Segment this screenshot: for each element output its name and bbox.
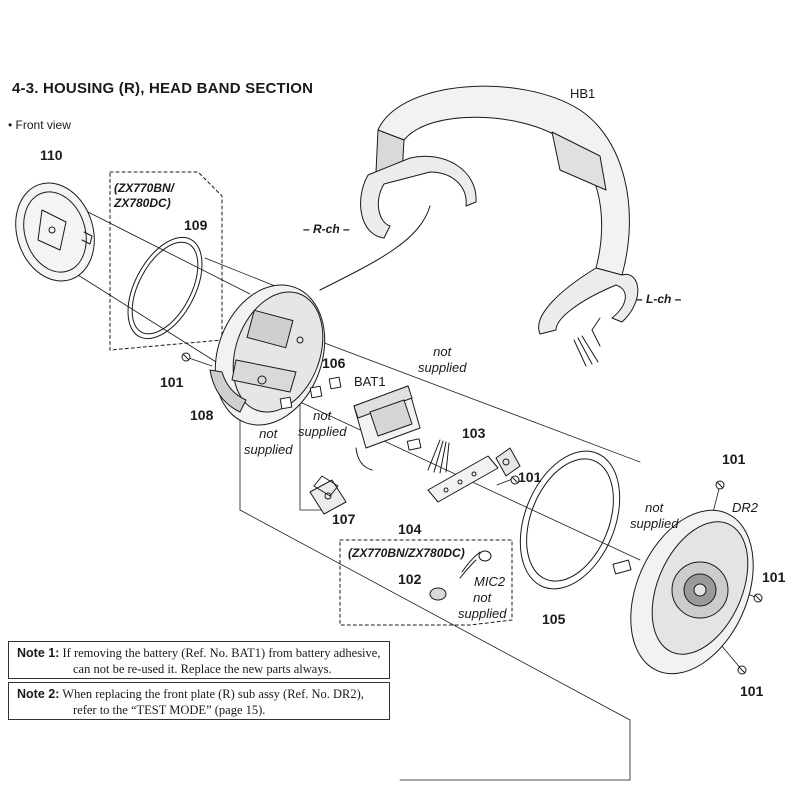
section-title: 4-3. HOUSING (R), HEAD BAND SECTION bbox=[12, 80, 314, 97]
model-group-outline-b bbox=[339, 539, 513, 626]
note-1: Note 1: If removing the battery (Ref. No… bbox=[8, 641, 390, 679]
board-104 bbox=[427, 455, 499, 503]
part-106-label: 106 bbox=[322, 355, 346, 371]
mic2-label: MIC2 bbox=[474, 574, 506, 589]
bracket-107 bbox=[309, 475, 347, 515]
part-102-label: 102 bbox=[398, 571, 422, 587]
part-104-label: 104 bbox=[398, 521, 422, 537]
screw-101-d bbox=[753, 593, 763, 603]
housing-108 bbox=[209, 284, 326, 426]
part-101-label-b: 101 bbox=[518, 469, 542, 485]
ring-109 bbox=[127, 236, 203, 340]
switch-103 bbox=[495, 447, 521, 477]
model-callout-b: (ZX770BN/ZX780DC) bbox=[348, 546, 465, 560]
part-101-label-c: 101 bbox=[722, 451, 746, 467]
part-107-label: 107 bbox=[332, 511, 356, 527]
headband-hb1 bbox=[319, 85, 639, 367]
model-group-outline-a bbox=[109, 171, 223, 351]
view-subtitle: • Front view bbox=[8, 118, 71, 132]
part-109-label: 109 bbox=[184, 217, 208, 233]
mic-parts bbox=[429, 550, 492, 601]
hb1-label: HB1 bbox=[570, 86, 596, 101]
dr2-label: DR2 bbox=[732, 500, 759, 515]
model-callout-a-line1: (ZX770BN/ bbox=[114, 181, 175, 195]
pad-106-a bbox=[309, 385, 323, 399]
l-ch-callout: – L-ch – bbox=[636, 292, 682, 306]
pad-not-supplied-a bbox=[279, 396, 293, 410]
note-2: Note 2: When replacing the front plate (… bbox=[8, 682, 390, 720]
part-110-label: 110 bbox=[40, 147, 63, 163]
ring-105 bbox=[519, 450, 621, 590]
part-101-label-d: 101 bbox=[762, 569, 786, 585]
part-105-label: 105 bbox=[542, 611, 566, 627]
battery-bat1 bbox=[353, 385, 421, 471]
part-101-label-a: 101 bbox=[160, 374, 184, 390]
screw-101-c bbox=[715, 480, 725, 490]
cover-plate-110 bbox=[15, 182, 95, 282]
driver-dr2 bbox=[612, 509, 754, 675]
r-ch-callout: – R-ch – bbox=[303, 222, 350, 236]
part-108-label: 108 bbox=[190, 407, 214, 423]
bat1-label: BAT1 bbox=[354, 374, 386, 389]
part-101-label-e: 101 bbox=[740, 683, 764, 699]
model-callout-a-line2: ZX780DC) bbox=[114, 196, 171, 210]
wire-bundle bbox=[406, 438, 450, 474]
screw-101-e bbox=[737, 665, 747, 675]
part-103-label: 103 bbox=[462, 425, 486, 441]
screw-101-a bbox=[181, 352, 191, 362]
pad-106-b bbox=[328, 376, 342, 390]
screw-101-b bbox=[510, 475, 520, 485]
